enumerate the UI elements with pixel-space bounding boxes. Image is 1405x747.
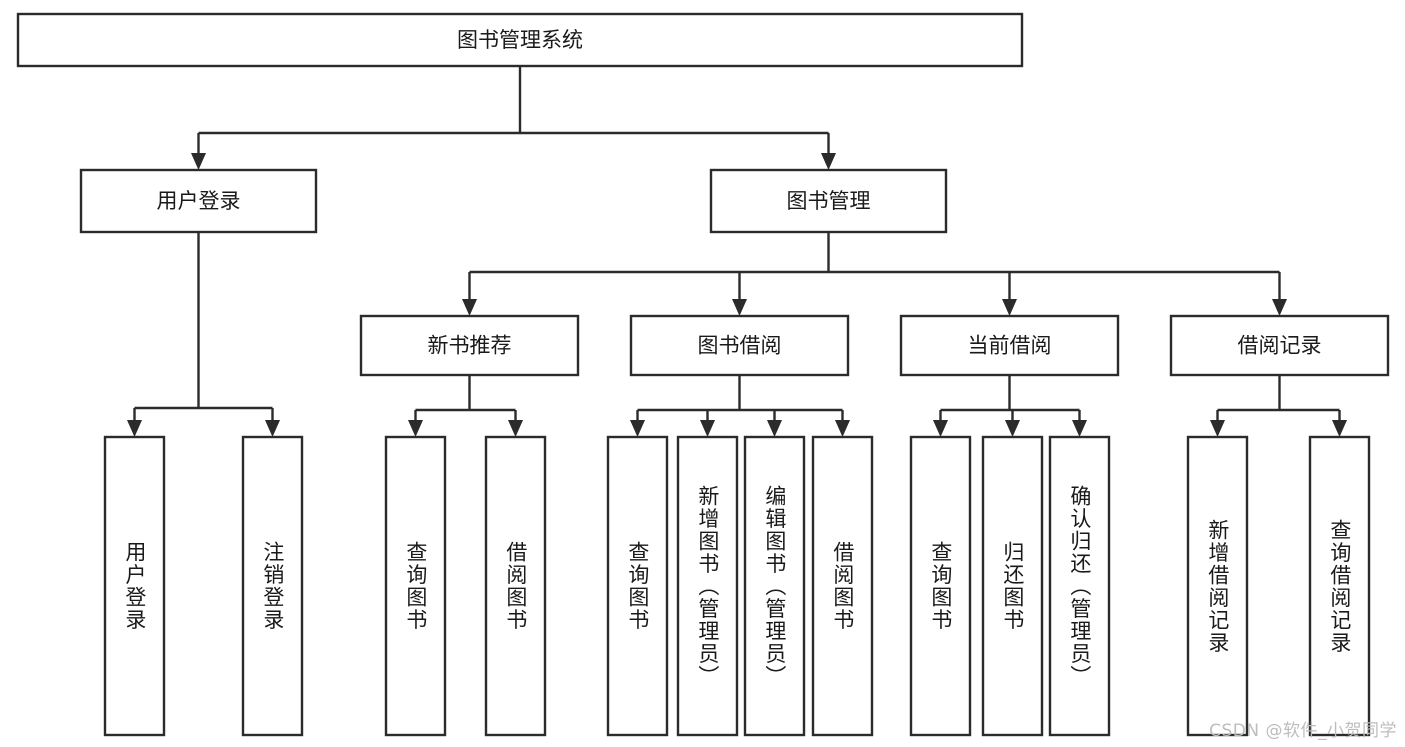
leaf-node-12-rect	[1308, 435, 1371, 737]
node-level3-0[interactable]: 新书推荐	[359, 314, 580, 377]
arrowhead-leaf-4-1	[1332, 420, 1347, 437]
arrowhead-level3-1	[732, 299, 747, 316]
node-level2-1[interactable]: 图书管理	[709, 168, 948, 234]
leaf-node-7[interactable]	[811, 435, 874, 737]
node-level3-2-rect	[899, 314, 1120, 377]
leaf-node-1[interactable]	[241, 435, 304, 737]
node-root[interactable]: 图书管理系统	[16, 12, 1024, 68]
leaf-node-0[interactable]	[103, 435, 166, 737]
leaf-node-2[interactable]	[384, 435, 447, 737]
leaf-node-3[interactable]	[484, 435, 547, 737]
arrowhead-leaf-4-0	[1210, 420, 1225, 437]
arrowhead-leaf-3-0	[933, 420, 948, 437]
node-root-label: 图书管理系统	[457, 28, 583, 52]
node-level2-0-rect	[79, 168, 318, 234]
watermark-text: CSDN @软件_小贺同学	[1209, 721, 1397, 741]
leaf-node-4[interactable]	[606, 435, 669, 737]
arrowhead-leaf-2-3	[835, 420, 850, 437]
node-level3-3-label: 借阅记录	[1238, 334, 1322, 358]
node-level3-1-label: 图书借阅	[698, 334, 782, 358]
node-root-rect	[16, 12, 1024, 68]
leaf-node-4-rect	[606, 435, 669, 737]
arrowhead-leaf-3-2	[1072, 420, 1087, 437]
leaf-node-5-rect	[676, 435, 739, 737]
leaf-node-0-rect	[103, 435, 166, 737]
leaf-node-9-rect	[981, 435, 1044, 737]
leaf-node-11-rect	[1186, 435, 1249, 737]
arrowhead-leaf-2-1	[700, 420, 715, 437]
node-level2-0[interactable]: 用户登录	[79, 168, 318, 234]
node-level3-0-rect	[359, 314, 580, 377]
node-level3-0-label: 新书推荐	[428, 334, 512, 358]
leaf-node-7-rect	[811, 435, 874, 737]
leaf-node-6-rect	[743, 435, 806, 737]
leaf-node-8-rect	[909, 435, 972, 737]
arrowhead-leaf-1-0	[408, 420, 423, 437]
node-level3-1[interactable]: 图书借阅	[629, 314, 850, 377]
leaf-node-3-rect	[484, 435, 547, 737]
arrowhead-level3-2	[1002, 299, 1017, 316]
arrowhead-leaf-0-1	[265, 420, 280, 437]
leaf-node-6[interactable]	[743, 435, 806, 737]
leaf-node-2-rect	[384, 435, 447, 737]
arrowhead-level3-3	[1272, 299, 1287, 316]
node-level2-1-label: 图书管理	[787, 189, 871, 213]
arrowhead-leaf-2-2	[767, 420, 782, 437]
leaf-node-5[interactable]	[676, 435, 739, 737]
arrowhead-level2-1	[821, 153, 836, 170]
arrowhead-leaf-2-0	[630, 420, 645, 437]
node-level3-2[interactable]: 当前借阅	[899, 314, 1120, 377]
arrowhead-level2-0	[191, 153, 206, 170]
leaf-node-12[interactable]	[1308, 435, 1371, 737]
node-level3-3[interactable]: 借阅记录	[1169, 314, 1390, 377]
arrowhead-leaf-3-1	[1005, 420, 1020, 437]
arrowhead-level3-0	[462, 299, 477, 316]
leaf-node-11[interactable]	[1186, 435, 1249, 737]
leaf-node-10-rect	[1048, 435, 1111, 737]
node-level2-0-label: 用户登录	[157, 189, 241, 213]
arrowhead-leaf-0-0	[127, 420, 142, 437]
leaf-node-9[interactable]	[981, 435, 1044, 737]
arrowhead-leaf-1-1	[508, 420, 523, 437]
leaf-node-10[interactable]	[1048, 435, 1111, 737]
leaf-node-8[interactable]	[909, 435, 972, 737]
leaf-node-1-rect	[241, 435, 304, 737]
node-level3-2-label: 当前借阅	[968, 334, 1052, 358]
